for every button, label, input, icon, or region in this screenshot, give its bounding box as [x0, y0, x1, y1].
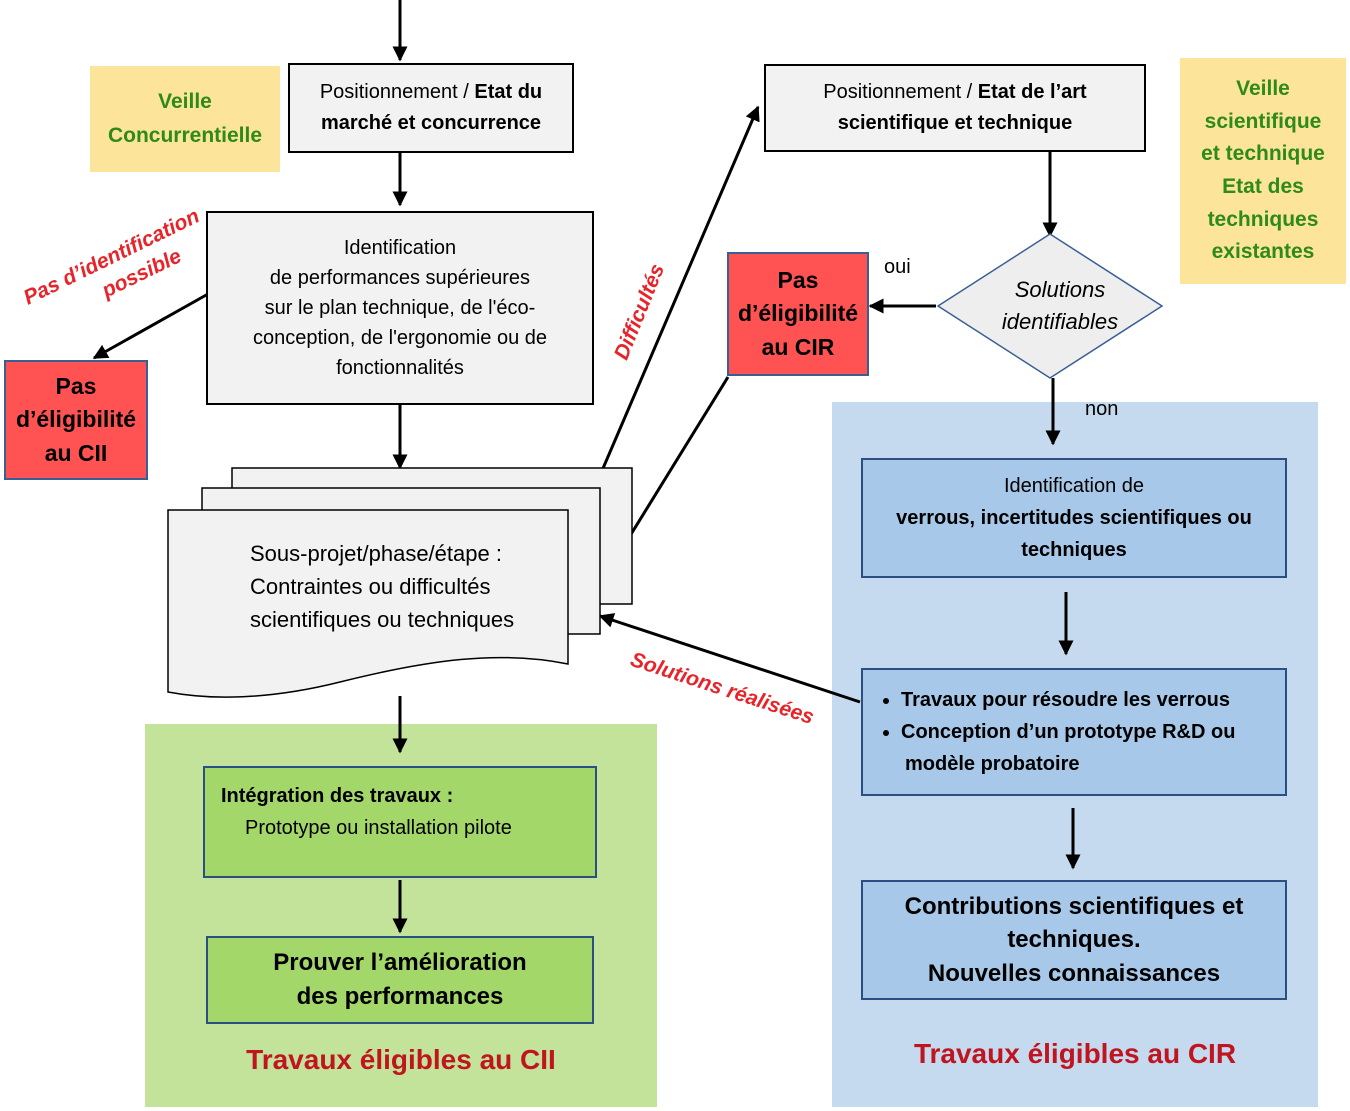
market-position-bold1: Etat du [474, 81, 543, 103]
science-position-line2: scientifique et technique [838, 108, 1072, 139]
decision-line1: Solutions [1014, 277, 1106, 302]
oui-label: oui [884, 256, 911, 278]
contributions-box: Contributions scientifiques et technique… [861, 880, 1287, 1000]
veille-scientifique-line: scientifique [1204, 109, 1322, 133]
document-text: Sous-projet/phase/étape : Contraintes ou… [250, 537, 570, 636]
veille-scientifique-line: existantes [1211, 240, 1315, 264]
cii-ineligible-line: au CII [44, 439, 108, 466]
travaux-list: Travaux pour résoudre les verrous Concep… [879, 684, 1235, 748]
verrous-line3: techniques [1021, 539, 1127, 561]
non-label: non [1085, 398, 1119, 420]
veille-scientifique-line: et technique [1201, 142, 1325, 166]
market-position-line1: Positionnement / Etat du [320, 77, 542, 108]
identification-line: Identification [343, 237, 457, 259]
arrow-solutions-realisees [598, 613, 861, 704]
veille-concurrentielle-box: Veille Concurrentielle [90, 66, 280, 172]
cii-ineligible-line: Pas [55, 372, 97, 399]
market-position-bold2: marché et concurrence [320, 112, 542, 134]
verrous-box: Identification de verrous, incertitudes … [861, 458, 1287, 578]
identification-line: sur le plan technique, de l'éco- [264, 297, 536, 319]
document-line: scientifiques ou techniques [250, 607, 515, 632]
arrow-identification-to-cii-ineligible [92, 292, 209, 360]
science-position-box: Positionnement / Etat de l’art scientifi… [764, 64, 1146, 152]
cir-ineligible-box: Pas d’éligibilité au CIR [727, 252, 869, 376]
cii-ineligible-box: Pas d’éligibilité au CII [4, 360, 148, 480]
identification-performances-box: Identification de performances supérieur… [206, 211, 594, 405]
document-line: Sous-projet/phase/étape : [250, 541, 502, 566]
science-position-bold1: Etat de l’art [977, 81, 1087, 103]
cir-footer: Travaux éligibles au CIR [913, 1038, 1237, 1069]
integration-subtitle: Prototype ou installation pilote [245, 817, 512, 839]
integration-box: Intégration des travaux : Prototype ou i… [203, 766, 597, 878]
market-position-prefix: Positionnement / [319, 81, 475, 103]
integration-title: Intégration des travaux : [221, 785, 454, 807]
travaux-item-continuation: modèle probatoire [905, 753, 1080, 775]
veille-scientifique-line: Etat des [1222, 175, 1304, 198]
veille-scientifique-line: techniques [1207, 207, 1319, 231]
cii-footer: Travaux éligibles au CII [246, 1044, 556, 1075]
decision-text: Solutions identifiables [960, 274, 1160, 338]
veille-scientifique-line: Veille [1236, 77, 1290, 101]
cir-ineligible-line: au CIR [761, 333, 835, 360]
proof-box: Prouver l’amélioration des performances [206, 936, 594, 1024]
travaux-item: Travaux pour résoudre les verrous [901, 684, 1235, 716]
veille-concurrentielle-line1: Veille [158, 90, 212, 114]
cii-ineligible-line: d’éligibilité [15, 406, 137, 433]
decision-line2: identifiables [1001, 308, 1119, 334]
travaux-box: Travaux pour résoudre les verrous Concep… [861, 668, 1287, 796]
veille-scientifique-box: Veille scientifique et technique Etat de… [1180, 58, 1346, 284]
market-position-line2: marché et concurrence [321, 108, 541, 139]
identification-line: conception, de l'ergonomie ou de [252, 327, 548, 349]
contributions-line: Nouvelles connaissances [927, 959, 1221, 987]
market-position-box: Positionnement / Etat du marché et concu… [288, 63, 574, 153]
proof-line1: Prouver l’amélioration [273, 949, 527, 977]
document-line: Contraintes ou difficultés [250, 574, 491, 599]
cir-ineligible-line: Pas [777, 266, 819, 293]
arrow-difficultes [584, 105, 760, 509]
verrous-line1: Identification de [1003, 475, 1145, 497]
document-stack [167, 467, 633, 698]
identification-line: fonctionnalités [336, 357, 464, 379]
identification-line: de performances supérieures [269, 267, 531, 289]
science-position-prefix: Positionnement / [823, 81, 978, 103]
science-position-line1: Positionnement / Etat de l’art [823, 77, 1086, 108]
decision-diamond [936, 233, 1164, 379]
contributions-line: techniques. [1007, 926, 1141, 954]
travaux-item: Conception d’un prototype R&D ou [901, 716, 1235, 748]
contributions-line: Contributions scientifiques et [904, 892, 1244, 920]
veille-concurrentielle-line2: Concurrentielle [107, 124, 263, 147]
cir-ineligible-line: d’éligibilité [737, 300, 859, 327]
verrous-line2: verrous, incertitudes scientifiques ou [896, 507, 1252, 529]
proof-line2: des performances [296, 983, 504, 1010]
science-position-bold2: scientifique et technique [837, 112, 1073, 134]
